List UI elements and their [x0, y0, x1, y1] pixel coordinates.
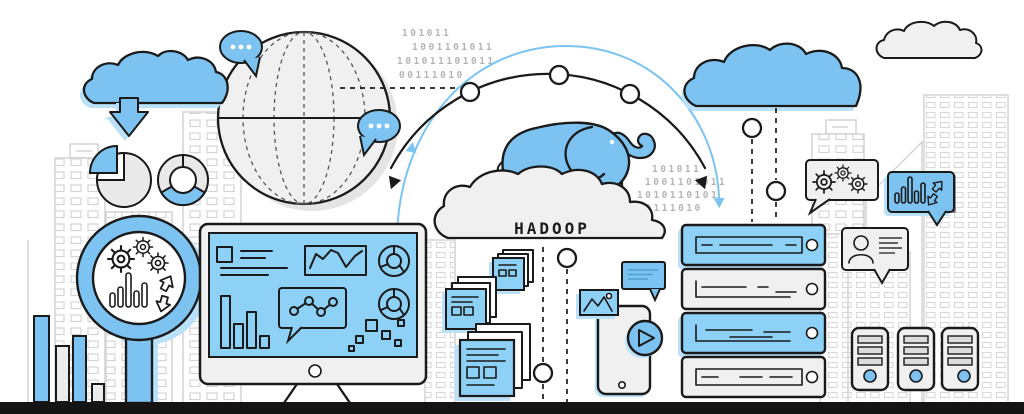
- screen-donut-chart: [378, 288, 410, 320]
- document-stack: [455, 323, 531, 401]
- phone-home-button: [617, 380, 626, 389]
- tower-led: [863, 369, 877, 383]
- magnifier-analytics-icon: [75, 214, 208, 405]
- gray-cloud-icon: [875, 20, 983, 59]
- tower-led: [909, 369, 923, 383]
- storage-cloud-icon: [681, 42, 862, 222]
- stream-node: [741, 117, 763, 139]
- elephant-eye: [609, 139, 615, 145]
- pie-slice: [88, 144, 118, 174]
- chat-bubble-icon: [357, 109, 401, 158]
- arc-arrowhead-icon: [384, 175, 402, 192]
- server-led: [805, 238, 819, 252]
- hadoop-label: HADOOP: [514, 219, 590, 238]
- magnifier-handle: [124, 336, 154, 405]
- arc-node: [459, 81, 481, 103]
- tower-led: [957, 369, 971, 383]
- donut-segment: [159, 185, 207, 207]
- black-arc: [389, 72, 707, 170]
- bar-chart-ground: [33, 315, 105, 403]
- blue-arc: [396, 44, 720, 241]
- hadoop-cloud: HADOOP: [433, 121, 666, 240]
- monitor-stand: [282, 382, 352, 405]
- server-tower: [940, 326, 980, 392]
- card-text-lines: [879, 237, 902, 254]
- server-unit: [678, 223, 827, 269]
- server-unit: [680, 355, 827, 399]
- analytics-monitor: [198, 222, 428, 405]
- media-cluster: [576, 261, 666, 397]
- elephant-trunk: [610, 131, 656, 160]
- server-rack: [678, 223, 827, 399]
- server-towers: [850, 326, 980, 392]
- binary-code-top: 101011 1001101011 101011101011 00111010: [397, 28, 504, 81]
- stats-bubble-icon: [884, 171, 955, 227]
- screen-donut-chart: [378, 245, 410, 277]
- message-bubble-icon: [621, 261, 666, 303]
- screen-scatter-squares: [348, 319, 405, 352]
- pie-chart-icon: [88, 144, 152, 208]
- data-flow-arc: [340, 44, 725, 241]
- document-stack: [489, 249, 534, 294]
- binary-code-right: 101011 1001101011 1010110101 00111010: [637, 164, 735, 214]
- arc-node: [548, 64, 570, 86]
- person-icon: [853, 235, 869, 251]
- donut-chart-icon: [157, 154, 209, 207]
- equalizer-bars-icon: [894, 176, 926, 204]
- chat-bubble-icon: [219, 30, 263, 79]
- screen-text-widget: [216, 246, 288, 276]
- server-led: [805, 326, 819, 340]
- download-arrow-icon: [109, 97, 149, 137]
- server-tower: [896, 326, 936, 392]
- profile-card-bubble-icon: [841, 227, 909, 286]
- server-unit: [678, 311, 827, 357]
- stream-node: [556, 247, 578, 269]
- document-stack: [442, 276, 497, 333]
- screen-line-chart: [304, 245, 367, 276]
- monitor-power-button: [308, 364, 322, 378]
- equalizer-bars-icon: [109, 272, 148, 308]
- download-cloud-icon: [79, 49, 229, 141]
- center-data-streams: [532, 247, 578, 402]
- play-button-icon: [625, 319, 664, 358]
- stream-node: [532, 362, 554, 384]
- gears-bubble-icon: [805, 159, 879, 216]
- document-stacks: [442, 249, 534, 401]
- screen-bar-chart: [220, 295, 270, 349]
- stream-node: [765, 180, 787, 202]
- server-unit: [680, 267, 827, 311]
- ground-line: [0, 402, 1024, 414]
- server-led: [805, 370, 819, 384]
- screen-network-bubble: [278, 287, 347, 345]
- server-led: [805, 282, 819, 296]
- blue-arrow-down-icon: [713, 197, 725, 209]
- server-tower: [850, 326, 890, 392]
- arc-node: [619, 83, 641, 105]
- image-icon: [576, 289, 619, 319]
- globe-icon: [216, 30, 401, 211]
